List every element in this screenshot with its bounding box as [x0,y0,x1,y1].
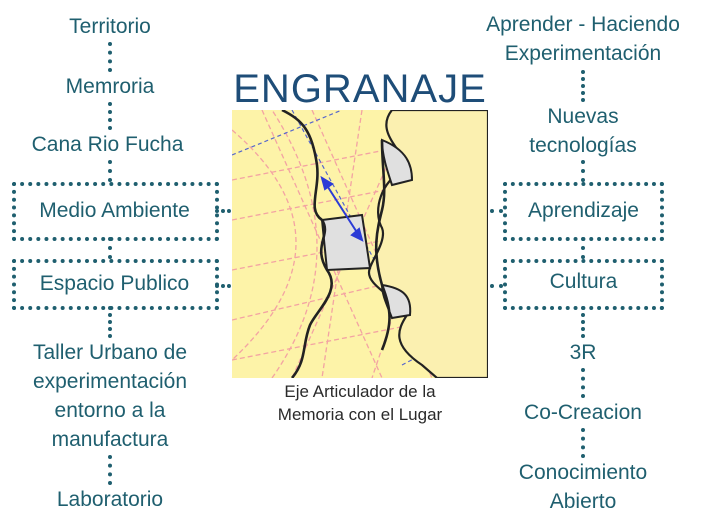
connector [108,306,112,338]
node-espacio-publico: Espacio Publico [39,272,190,295]
connector-to-gear [490,209,503,213]
node-cultura: Cultura [549,270,618,293]
node-3r: 3R [569,341,597,364]
connector [581,368,585,398]
taller-line-4: manufactura [51,428,169,451]
connector [581,306,585,338]
taller-line-3: entorno a la [54,399,166,422]
connector [581,70,585,102]
connector [108,102,112,130]
node-taller-urbano: Taller Urbano de experimentación entorno… [5,338,215,454]
aprender-line-2: Experimentación [504,42,662,65]
double-arrow-icon [320,175,364,242]
caption: Eje Articulador de la Memoria con el Lug… [232,380,488,426]
connector-to-gear [215,284,231,288]
node-territorio: Territorio [69,15,151,38]
taller-line-2: experimentación [32,370,188,393]
node-cana-rio-fucha: Cana Rio Fucha [31,133,184,156]
connector [108,42,112,72]
nuevas-line-1: Nuevas [547,105,619,128]
node-medio-ambiente: Medio Ambiente [39,199,190,222]
node-aprender-haciendo: Aprender - Haciendo Experimentación [458,10,703,68]
gear-contact-line [374,139,391,351]
connector [581,160,585,182]
connector-to-gear [490,284,503,288]
connector [108,160,112,182]
connector-to-gear [215,209,231,213]
conocimiento-line-2: Abierto [549,490,617,513]
node-laboratorio: Laboratorio [56,488,164,511]
left-gear [281,110,333,378]
connector [581,237,585,259]
connector [108,455,112,485]
connector [581,428,585,458]
caption-line-1: Eje Articulador de la [284,382,436,401]
node-nuevas-tecnologias: Nuevas tecnologías [498,102,668,160]
diagram-title: ENGRANAJE [233,67,487,111]
node-aprendizaje: Aprendizaje [528,199,639,222]
gear-illustration [232,110,488,378]
caption-line-2: Memoria con el Lugar [277,405,443,424]
node-co-creacion: Co-Creacion [524,401,642,424]
node-conocimiento-abierto: Conocimiento Abierto [488,458,678,516]
conocimiento-line-1: Conocimiento [518,461,648,484]
nuevas-line-2: tecnologías [529,134,637,157]
node-memoria: Memroria [65,75,155,98]
taller-line-1: Taller Urbano de [32,341,188,364]
aprender-line-1: Aprender - Haciendo [486,13,680,36]
connector [108,237,112,259]
gear-tooth-middle [320,213,372,272]
